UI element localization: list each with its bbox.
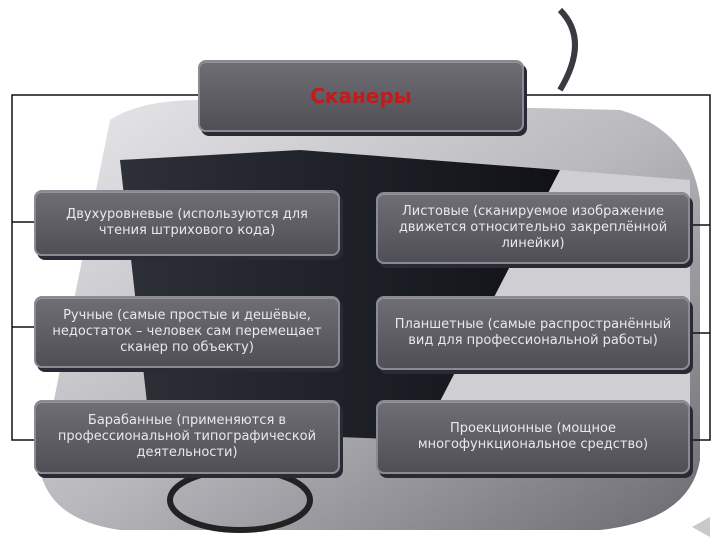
previous-slide-icon[interactable] — [692, 517, 710, 537]
item-text: Листовые (сканируемое изображение движет… — [386, 204, 680, 252]
scanner-type-bilevel: Двухуровневые (используются для чтения ш… — [34, 190, 340, 256]
item-text: Планшетные (самые распространённый вид д… — [386, 317, 680, 349]
scanner-type-handheld: Ручные (самые простые и дешёвые, недоста… — [34, 296, 340, 368]
title-box: Сканеры — [198, 60, 524, 132]
item-text: Ручные (самые простые и дешёвые, недоста… — [44, 308, 330, 356]
item-text: Проекционные (мощное многофункциональное… — [386, 421, 680, 453]
item-text: Двухуровневые (используются для чтения ш… — [44, 207, 330, 239]
scanner-type-projection: Проекционные (мощное многофункциональное… — [376, 400, 690, 474]
scanner-type-flatbed: Планшетные (самые распространённый вид д… — [376, 296, 690, 370]
scanner-type-sheetfed: Листовые (сканируемое изображение движет… — [376, 192, 690, 264]
scanner-type-drum: Барабанные (применяются в профессиональн… — [34, 400, 340, 474]
title: Сканеры — [310, 88, 412, 104]
item-text: Барабанные (применяются в профессиональн… — [44, 413, 330, 461]
